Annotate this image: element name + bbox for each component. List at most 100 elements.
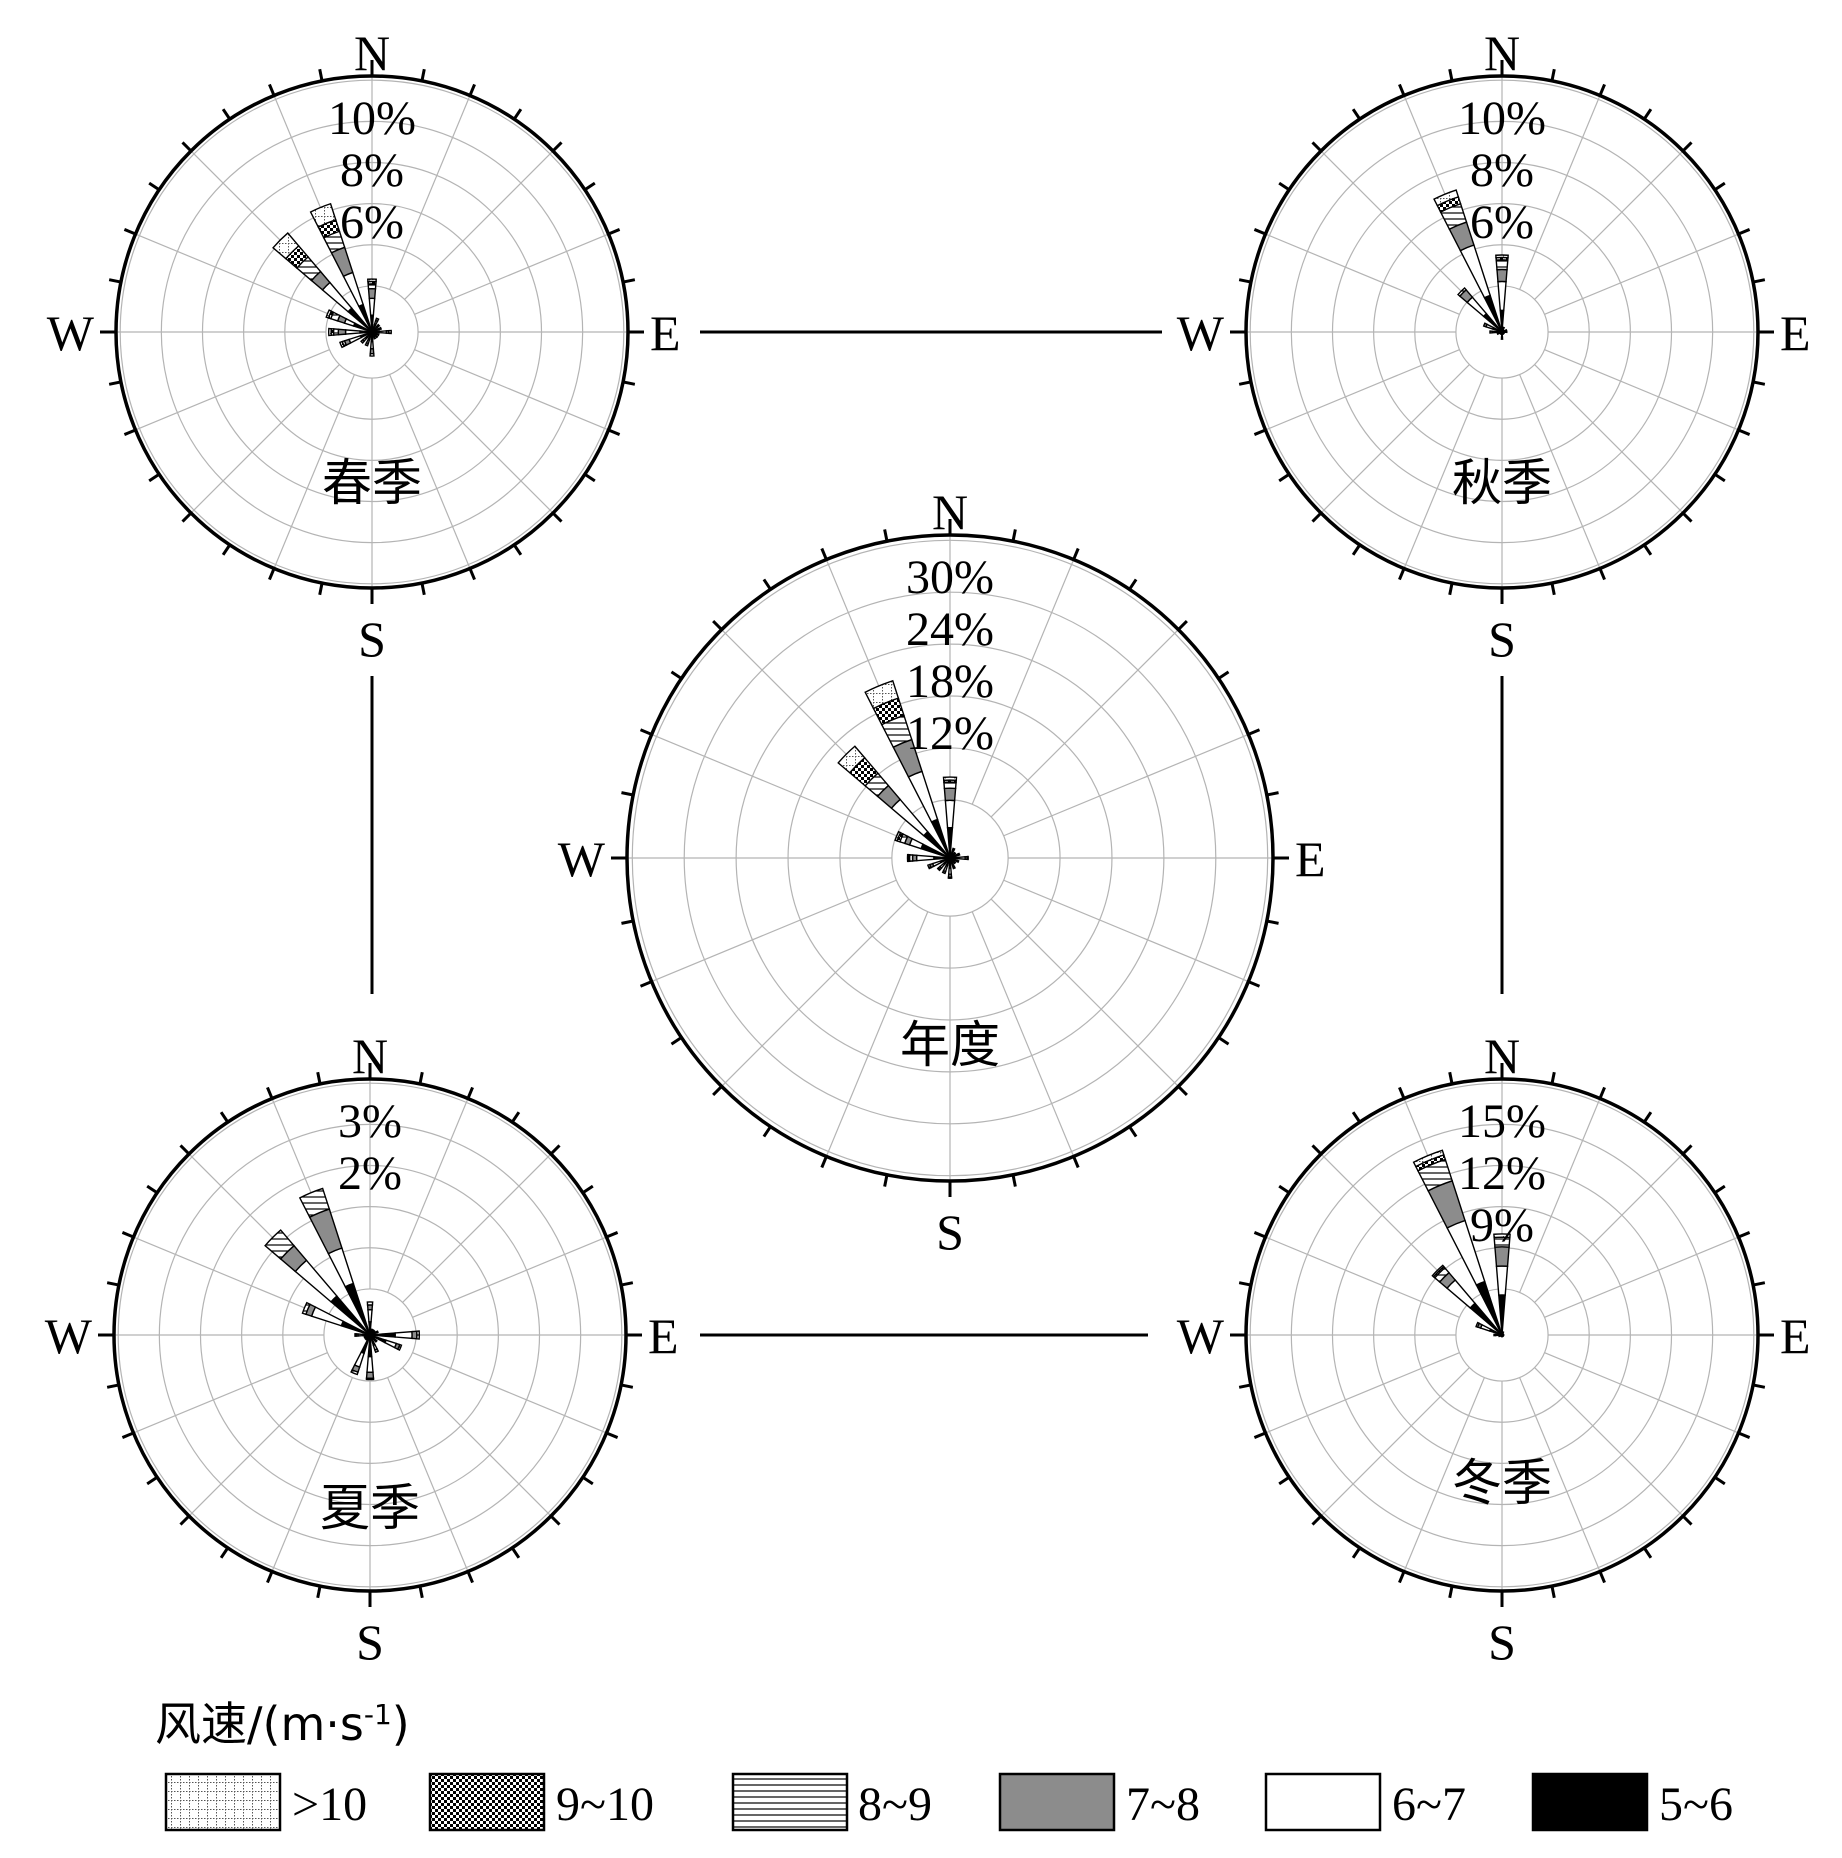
- tick-mark: [621, 919, 634, 925]
- tick-mark: [620, 1383, 634, 1389]
- petals: [1433, 189, 1509, 340]
- rose-label: 夏季: [320, 1479, 420, 1537]
- petal-WSW-6to7: [1496, 331, 1501, 336]
- petal-WNW-8to9: [301, 1301, 311, 1316]
- tick-mark: [1714, 1184, 1726, 1195]
- legend-swatch-7to8: [998, 1772, 1116, 1832]
- petal-E-8to9: [966, 855, 969, 861]
- grid-spoke: [190, 364, 340, 514]
- petals: [837, 679, 969, 879]
- petal-ENE-7to8: [957, 852, 961, 857]
- tick-mark: [1238, 1281, 1252, 1287]
- ring-label: 8%: [340, 144, 404, 197]
- tick-mark: [639, 728, 653, 736]
- tick-mark: [148, 181, 160, 192]
- grid-spoke: [133, 1352, 328, 1434]
- petal-NW-6to7: [321, 281, 353, 313]
- petal-NNW-8to9: [298, 1187, 331, 1219]
- tick-mark: [1598, 83, 1606, 97]
- tick-mark: [762, 1125, 772, 1138]
- tick-mark: [418, 1071, 424, 1085]
- rose-label: 年度: [900, 1016, 1000, 1074]
- tick-mark: [181, 141, 193, 153]
- grid-spoke: [1320, 364, 1470, 514]
- grid-spoke: [1320, 1367, 1470, 1517]
- legend-label-6to7: 6~7: [1392, 1778, 1466, 1831]
- grid-spoke: [271, 1377, 353, 1572]
- legend-swatch-5to6: [1531, 1772, 1649, 1832]
- petal-SSE-6to7: [372, 335, 377, 340]
- tick-mark: [549, 1514, 561, 1526]
- tick-mark: [1642, 544, 1653, 556]
- petal-SSE-7to8: [952, 866, 957, 870]
- petal-SE-7to8: [952, 860, 957, 865]
- legend-label-gt10: >10: [292, 1778, 367, 1831]
- petal-W-7to8: [337, 328, 347, 336]
- petal-W-gt10: [906, 853, 910, 863]
- tick-mark: [1737, 428, 1751, 436]
- tick-mark: [1448, 1071, 1454, 1085]
- grid-spoke: [387, 1377, 469, 1572]
- ring-label: 18%: [906, 655, 994, 708]
- petal-N-8to9: [1495, 259, 1509, 271]
- tick-mark: [512, 544, 523, 556]
- legend-swatch-6to7: [1264, 1772, 1382, 1832]
- grid-spoke: [402, 1153, 552, 1303]
- ring-label: 30%: [906, 551, 994, 604]
- tick-mark: [1278, 1475, 1290, 1486]
- grid-spoke: [1544, 1236, 1739, 1318]
- tick-mark: [1681, 1144, 1693, 1156]
- tick-mark: [1752, 278, 1766, 284]
- petal-NW-8to9: [1457, 287, 1468, 298]
- tick-mark: [146, 1184, 158, 1195]
- tick-mark: [318, 68, 324, 82]
- petal-N-gt10: [942, 776, 958, 782]
- legend-label-5to6: 5~6: [1659, 1778, 1733, 1831]
- tick-mark: [1752, 380, 1766, 386]
- petal-S-8to9: [947, 876, 953, 879]
- petal-NNW-gt10: [309, 202, 337, 228]
- grid-spoke: [1544, 1352, 1739, 1434]
- ring-label: 12%: [906, 707, 994, 760]
- petal-N-6to7: [367, 1309, 373, 1323]
- tick-mark: [1714, 472, 1726, 483]
- compass-n: N: [352, 1028, 388, 1084]
- tick-mark: [1642, 1547, 1653, 1559]
- tick-mark: [551, 141, 563, 153]
- petal-SE-6to7: [374, 334, 379, 339]
- grid-spoke: [412, 1352, 607, 1434]
- tick-mark: [121, 1231, 135, 1239]
- compass-w: W: [1177, 1308, 1225, 1364]
- petal-SSW-8to9: [350, 1368, 359, 1376]
- petal-NNE-7to8: [374, 317, 380, 323]
- tick-mark: [1550, 1585, 1556, 1599]
- ring-label: 9%: [1470, 1199, 1534, 1252]
- grid-spoke: [990, 629, 1179, 818]
- connector-lines: [370, 330, 1504, 1337]
- ring-label: 8%: [1470, 144, 1534, 197]
- petal-SW-7to8: [360, 338, 366, 344]
- tick-mark: [820, 547, 828, 561]
- petal-N-6to7: [368, 297, 376, 316]
- tick-mark: [123, 228, 137, 236]
- grid-spoke: [1544, 233, 1739, 315]
- petal-E-6to7: [1503, 330, 1508, 334]
- petal-W-6to7: [1491, 330, 1498, 334]
- grid-spoke: [402, 1367, 552, 1517]
- tick-mark: [1681, 511, 1693, 523]
- petal-NNW-gt10: [1412, 1149, 1445, 1168]
- tick-mark: [1278, 1184, 1290, 1195]
- petal-W-7to8: [1489, 330, 1494, 334]
- tick-mark: [268, 83, 276, 97]
- tick-mark: [1177, 620, 1188, 631]
- tick-mark: [1737, 228, 1751, 236]
- legend: 风速/(m·s-1) >10 9~10 8~9 7~8 6~7 5~6: [155, 1697, 1733, 1832]
- tick-mark: [582, 1475, 594, 1486]
- petals: [272, 202, 392, 357]
- compass-e: E: [1780, 305, 1811, 361]
- tick-mark: [1752, 1281, 1766, 1287]
- ring-labels: 3%2%: [338, 1095, 402, 1200]
- tick-mark: [1448, 68, 1454, 82]
- petal-WNW-6to7: [310, 1306, 345, 1327]
